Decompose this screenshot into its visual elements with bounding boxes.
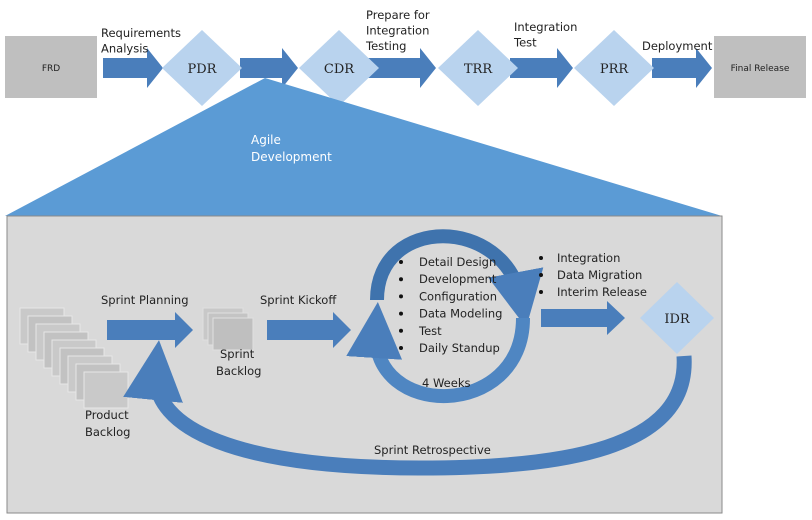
- agile-title-line2: Development: [251, 150, 332, 164]
- transition-label: Requirements: [101, 26, 181, 40]
- post-sprint-item: Integration: [557, 251, 620, 265]
- bullet-icon: [539, 273, 543, 277]
- final-release-label: Final Release: [731, 64, 790, 74]
- final-release-box: [714, 36, 806, 98]
- sprint-cycle-arrow-bottom: [346, 302, 530, 404]
- milestone-diamond-pdr: [162, 30, 242, 106]
- sprint-activity: Detail Design: [419, 255, 496, 269]
- sprint-kickoff-arrow: [267, 312, 351, 348]
- product-backlog-card: [83, 371, 129, 409]
- transition-label: Integration: [514, 20, 577, 34]
- transition-label: Integration: [366, 24, 429, 38]
- transition-label: Prepare for: [366, 8, 430, 22]
- bullet-icon: [399, 346, 403, 350]
- post-sprint-item: Interim Release: [557, 285, 647, 299]
- transition-label: Analysis: [101, 42, 148, 56]
- sprint-activity: Development: [419, 272, 497, 286]
- sprint-backlog-card: [212, 317, 254, 351]
- milestone-label: PDR: [188, 62, 218, 77]
- sprint-backlog-line2: Backlog: [216, 364, 261, 378]
- milestone-label: CDR: [324, 62, 355, 77]
- sprint-kickoff-label: Sprint Kickoff: [260, 293, 337, 307]
- milestone-diamond-trr: [438, 30, 518, 106]
- product-backlog-line2: Backlog: [85, 425, 130, 439]
- sprint-planning-label: Sprint Planning: [101, 293, 189, 307]
- flow-arrow: [240, 48, 298, 88]
- flow-arrow: [368, 48, 436, 88]
- product-backlog-stack: [19, 307, 129, 409]
- sprint-activity: Test: [418, 324, 442, 338]
- flow-arrow: [103, 48, 163, 88]
- bullet-icon: [399, 260, 403, 264]
- bullet-icon: [399, 328, 403, 333]
- transition-label: Testing: [365, 39, 406, 53]
- sprint-duration-label: 4 Weeks: [422, 376, 470, 390]
- sprint-activity: Data Modeling: [419, 307, 502, 321]
- milestone-diamond-cdr: [299, 30, 379, 106]
- frd-box: [5, 36, 97, 98]
- frd-label: FRD: [42, 64, 60, 74]
- flow-arrow: [652, 48, 712, 88]
- transition-label: Test: [513, 36, 537, 50]
- bullet-icon: [539, 256, 543, 260]
- bullet-icon: [399, 311, 403, 316]
- sprint-retrospective-arrow: [123, 340, 692, 476]
- bullet-icon: [399, 294, 403, 299]
- sprint-backlog-line1: Sprint: [220, 347, 255, 361]
- milestone-diamond-prr: [574, 30, 654, 106]
- milestone-label: TRR: [464, 62, 493, 77]
- integration-arrow: [541, 301, 625, 335]
- post-sprint-item: Data Migration: [557, 268, 642, 282]
- sprint-cycle-arrow-top: [370, 229, 544, 328]
- sprint-activity: Daily Standup: [419, 341, 500, 355]
- sprint-planning-arrow: [107, 312, 193, 348]
- idr-label: IDR: [664, 312, 691, 327]
- milestone-label: PRR: [600, 62, 630, 77]
- product-backlog-line1: Product: [85, 408, 129, 422]
- agile-title-line1: Agile: [251, 133, 281, 147]
- sprint-retrospective-label: Sprint Retrospective: [374, 443, 491, 457]
- agile-triangle: [5, 78, 722, 216]
- sprint-activity: Configuration: [419, 289, 497, 303]
- transition-label: Deployment: [642, 39, 713, 53]
- bullet-icon: [399, 277, 403, 282]
- idr-diamond: [640, 282, 714, 354]
- flow-arrow: [510, 48, 573, 88]
- bullet-icon: [539, 290, 543, 294]
